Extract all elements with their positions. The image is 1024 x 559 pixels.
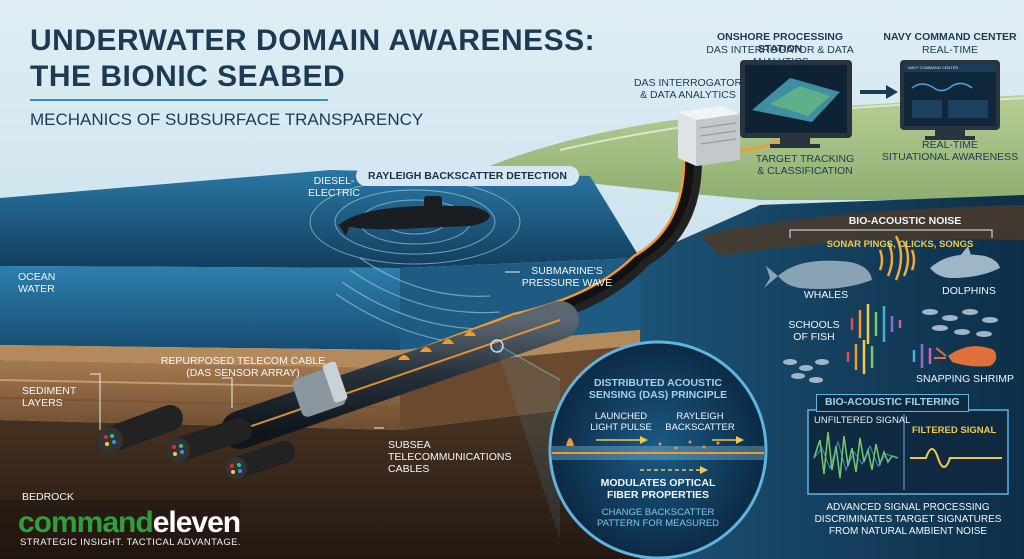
ocean-surface — [0, 170, 640, 268]
bedrock-layer — [0, 400, 640, 559]
bio-noise-title: BIO-ACOUSTIC NOISE — [848, 215, 962, 227]
whales-label: WHALES — [803, 289, 849, 301]
title-divider — [30, 99, 328, 101]
filter-title: BIO-ACOUSTIC FILTERING — [816, 394, 969, 412]
filter-caption-3: FROM NATURAL AMBIENT NOISE — [828, 526, 988, 537]
dolphins-label: DOLPHINS — [942, 285, 996, 297]
tracking-label-1: TARGET TRACKING — [755, 153, 855, 165]
whale-sound-wave — [878, 235, 916, 281]
page-title-line-1: UNDERWATER DOMAIN AWARENESS: — [30, 24, 596, 57]
bedrock-label: BEDROCK — [22, 491, 74, 503]
telecom-cable-label-2: (DAS SENSOR ARRAY) — [186, 367, 300, 379]
filtered-signal-trace — [910, 448, 1002, 468]
pressure-wave-label-2: PRESSURE WAVE — [521, 277, 613, 289]
navy-monitor-icon — [900, 60, 1000, 140]
das-modulates-1: MODULATES OPTICAL — [600, 477, 716, 489]
fish-icon — [783, 309, 998, 383]
subsea-label-1: SUBSEA — [388, 439, 431, 451]
das-rayleigh-1: RAYLEIGH — [676, 411, 724, 422]
bio-noise-subtitle: SONAR PINGS, CLICKS, SONGS — [810, 239, 990, 251]
pressure-wave-label-1: SUBMARINE'S — [531, 265, 603, 277]
filter-caption-1: ADVANCED SIGNAL PROCESSING — [826, 502, 990, 513]
subsea-cable-bundles — [97, 405, 295, 479]
monitor-icon — [740, 60, 852, 148]
filtered-label: FILTERED SIGNAL — [912, 425, 997, 436]
shrimp-label: SNAPPING SHRIMP — [915, 373, 1015, 385]
fish-sound-wave — [850, 304, 902, 344]
sediment-label-2: LAYERS — [22, 397, 63, 409]
subsea-label-2: TELECOMMUNICATIONS — [388, 451, 512, 463]
das-launched-1: LAUNCHED — [594, 411, 648, 422]
ocean-label-2: WATER — [18, 283, 55, 295]
fish-label-2: OF FISH — [793, 331, 835, 343]
das-change-2: PATTERN FOR MEASURED — [596, 518, 720, 529]
unfiltered-label: UNFILTERED SIGNAL — [814, 415, 911, 426]
telecom-cable-label-1: REPURPOSED TELECOM CABLE — [160, 355, 326, 367]
callout-lines — [90, 271, 520, 430]
submarine-icon — [338, 196, 490, 236]
onshore-subtitle: DAS INTERROGATOR & DATA ANALYTICS — [706, 44, 854, 68]
page-title-line-2: THE BIONIC SEABED — [30, 60, 346, 93]
rayleigh-detection-pill: RAYLEIGH BACKSCATTER DETECTION — [356, 166, 579, 186]
interrogator-label-1: DAS INTERROGATOR — [633, 77, 743, 89]
brand-logo: commandeleven — [18, 506, 241, 539]
navy-subtitle: REAL-TIME — [921, 44, 978, 56]
sediment-label-1: SEDIMENT — [22, 385, 77, 397]
das-rayleigh-2: BACKSCATTER — [665, 422, 735, 433]
brand-part-2: eleven — [152, 506, 241, 539]
das-title-2: SENSING (DAS) PRINCIPLE — [588, 389, 728, 401]
ocean-label-1: OCEAN — [18, 271, 56, 283]
das-title-1: DISTRIBUTED ACOUSTIC — [594, 377, 722, 389]
coastal-land — [480, 95, 1024, 200]
unfiltered-signal-trace — [813, 431, 899, 479]
water-side — [400, 258, 640, 350]
brand-part-1: command — [18, 506, 154, 539]
onshore-title: ONSHORE PROCESSING STATION — [716, 31, 844, 55]
filter-caption-2: DISCRIMINATES TARGET SIGNATURES — [814, 514, 1002, 525]
navy-screen-label: NAVY COMMAND CENTER — [908, 65, 959, 70]
shrimp-sound-wave — [846, 340, 932, 374]
das-launched-2: LIGHT PULSE — [590, 422, 652, 433]
interrogator-label-2: & DATA ANALYTICS — [640, 89, 736, 101]
water-cutaway — [0, 266, 400, 350]
telecom-cable — [221, 301, 579, 449]
navy-awareness-2: SITUATIONAL AWARENESS — [881, 151, 1019, 163]
navy-title: NAVY COMMAND CENTER — [883, 31, 1017, 43]
filter-panel — [807, 409, 1009, 495]
das-change-1: CHANGE BACKSCATTER — [601, 507, 715, 518]
shrimp-icon — [934, 346, 997, 367]
server-icon — [678, 106, 781, 166]
bio-noise-subtitle-text: SONAR PINGS, CLICKS, SONGS — [826, 239, 974, 250]
brand-tagline: STRATEGIC INSIGHT. TACTICAL ADVANTAGE. — [20, 537, 241, 548]
das-lens — [548, 340, 768, 559]
dolphin-icon — [930, 246, 1000, 278]
navy-awareness-1: REAL-TIME — [921, 139, 978, 151]
das-modulates-2: FIBER PROPERTIES — [606, 489, 710, 501]
submarine-label-2: ELECTRIC — [308, 187, 360, 199]
fish-label-1: SCHOOLS — [788, 319, 840, 331]
submarine-label-1: DIESEL- — [313, 175, 355, 187]
page-subtitle: MECHANICS OF SUBSURFACE TRANSPARENCY — [30, 110, 424, 129]
bio-noise-bracket — [789, 229, 993, 238]
fiber-strand — [552, 436, 764, 474]
tracking-label-2: & CLASSIFICATION — [757, 165, 853, 177]
whale-icon — [764, 260, 872, 289]
subsea-label-3: CABLES — [388, 463, 430, 475]
